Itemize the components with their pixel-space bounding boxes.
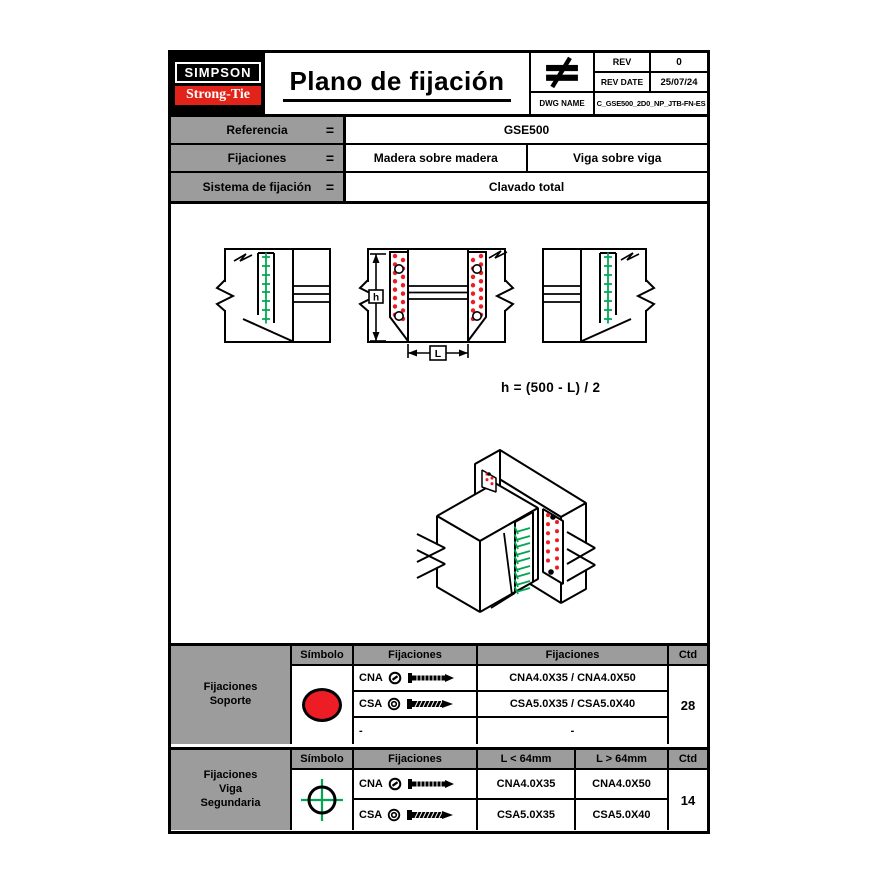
right-side-view bbox=[542, 248, 656, 343]
title-block: SIMPSON Strong-Tie Plano de fijación REV… bbox=[171, 53, 707, 117]
technical-drawing: h L bbox=[215, 248, 656, 613]
front-view bbox=[358, 248, 515, 343]
label-line: Fijaciones bbox=[203, 769, 258, 782]
label-line: Fijaciones bbox=[203, 681, 258, 694]
equals-sign: = bbox=[325, 122, 334, 138]
support-qty: 28 bbox=[680, 697, 696, 713]
fixing-row-cna: CNA bbox=[354, 770, 478, 800]
title-cell: Plano de fijación bbox=[265, 53, 529, 114]
reference-row: Referencia = GSE500 bbox=[171, 117, 707, 145]
beam-csa-short: CSA5.0X35 bbox=[478, 800, 576, 830]
rev-date-value: 25/07/24 bbox=[651, 73, 707, 93]
dim-l-label: L bbox=[435, 348, 442, 360]
csa-head-icon bbox=[388, 697, 401, 711]
screw-marks-left-view bbox=[262, 252, 270, 324]
isometric-view bbox=[416, 449, 596, 613]
csa-head-icon bbox=[388, 808, 401, 822]
col-header-fijaciones-2: Fijaciones bbox=[478, 646, 669, 666]
fixing-code: CNA bbox=[359, 778, 383, 790]
rev-label: REV bbox=[595, 53, 651, 73]
dim-h-label: h bbox=[373, 293, 379, 304]
not-equal-icon bbox=[546, 56, 578, 89]
label-text: Referencia bbox=[226, 123, 288, 137]
height-formula: h = (500 - L) / 2 bbox=[501, 380, 601, 395]
col-header-l-long: L > 64mm bbox=[576, 750, 669, 770]
reference-row-label: Fijaciones = bbox=[171, 145, 346, 171]
rev-value: 0 bbox=[651, 53, 707, 73]
cna-head-icon bbox=[388, 777, 402, 791]
fixing-code: CSA bbox=[359, 698, 383, 710]
beam-csa-long: CSA5.0X40 bbox=[576, 800, 669, 830]
fixing-row-csa: CSA bbox=[354, 800, 478, 830]
fixing-name-cna: CNA4.0X35 / CNA4.0X50 bbox=[478, 666, 669, 692]
left-side-view bbox=[215, 248, 331, 343]
dimension-L bbox=[407, 344, 469, 361]
col-header-fijaciones: Fijaciones bbox=[354, 646, 478, 666]
fixing-name-empty: - bbox=[478, 718, 669, 744]
beam-cna-short: CNA4.0X35 bbox=[478, 770, 576, 800]
equals-sign: = bbox=[325, 150, 334, 166]
fixing-row-csa: CSA bbox=[354, 692, 478, 718]
fixing-code: CNA bbox=[359, 672, 383, 684]
col-header-fijaciones: Fijaciones bbox=[354, 750, 478, 770]
screws-isometric bbox=[513, 526, 531, 595]
reference-row-label: Sistema de fijación = bbox=[171, 173, 346, 201]
col-header-ctd: Ctd bbox=[669, 646, 707, 666]
drawing-sheet: SIMPSON Strong-Tie Plano de fijación REV… bbox=[168, 50, 710, 834]
reference-value: Viga sobre viga bbox=[525, 145, 708, 171]
simpson-strongtie-logo: SIMPSON Strong-Tie bbox=[171, 53, 265, 114]
reference-row: Fijaciones = Madera sobre madera Viga so… bbox=[171, 145, 707, 173]
revision-block: REV 0 REV DATE 25/07/24 DWG NAME C_GSE50… bbox=[529, 53, 707, 114]
col-header-simbolo: Símbolo bbox=[292, 750, 354, 770]
label-line: Soporte bbox=[209, 695, 252, 707]
brand-strongtie: Strong-Tie bbox=[175, 86, 261, 105]
support-table-label: Fijaciones Soporte bbox=[171, 646, 292, 744]
equals-sign: = bbox=[325, 179, 334, 195]
label-text: Sistema de fijación bbox=[202, 180, 312, 194]
screw-marks-right-view bbox=[604, 252, 612, 324]
reference-table: Referencia = GSE500 Fijaciones = Madera … bbox=[171, 117, 707, 204]
fixing-name-csa: CSA5.0X35 / CSA5.0X40 bbox=[478, 692, 669, 718]
support-fixings-table: Fijaciones Soporte Símbolo Fijaciones Fi… bbox=[171, 646, 707, 747]
fixing-row-cna: CNA bbox=[354, 666, 478, 692]
csa-screw-icon bbox=[407, 810, 454, 820]
hanger-holes-isometric bbox=[487, 472, 556, 575]
crosshair-icon bbox=[301, 779, 343, 821]
col-header-simbolo: Símbolo bbox=[292, 646, 354, 666]
beam-qty: 14 bbox=[680, 792, 696, 808]
col-header-ctd: Ctd bbox=[669, 750, 707, 770]
dwg-name-label: DWG NAME bbox=[531, 93, 595, 114]
rev-date-label: REV DATE bbox=[595, 73, 651, 93]
dimension-h bbox=[368, 253, 386, 342]
reference-value: Madera sobre madera bbox=[373, 151, 498, 165]
reference-value: Clavado total bbox=[488, 180, 565, 194]
drawing-area: h L bbox=[171, 204, 707, 646]
not-equal-icon bbox=[531, 53, 595, 93]
beam-table-label: Fijaciones Viga Segundaria bbox=[171, 750, 292, 830]
beam-fixings-table: Fijaciones Viga Segundaria Símbolo Fijac… bbox=[171, 747, 707, 830]
support-symbol-cell bbox=[292, 666, 354, 744]
csa-screw-icon bbox=[407, 699, 454, 709]
beam-cna-long: CNA4.0X50 bbox=[576, 770, 669, 800]
cna-nail-icon bbox=[407, 673, 454, 683]
beam-symbol-cell bbox=[292, 770, 354, 830]
cna-head-icon bbox=[388, 671, 402, 685]
brand-simpson: SIMPSON bbox=[175, 62, 261, 83]
reference-row: Sistema de fijación = Clavado total bbox=[171, 173, 707, 201]
label-line: Segundaria bbox=[200, 796, 261, 809]
dwg-name-value: C_GSE500_2D0_NP_JTB-FN-ES bbox=[596, 99, 706, 108]
reference-value: GSE500 bbox=[503, 123, 550, 137]
reference-row-label: Referencia = bbox=[171, 117, 346, 143]
hanger-holes-front-view bbox=[394, 263, 482, 322]
cna-nail-icon bbox=[407, 779, 454, 789]
label-text: Fijaciones bbox=[227, 151, 287, 165]
red-circle-icon bbox=[302, 688, 342, 722]
nail-dots-isometric bbox=[485, 472, 559, 578]
fixing-row-empty: - bbox=[354, 718, 478, 744]
page-title: Plano de fijación bbox=[283, 66, 511, 102]
label-line: Viga bbox=[218, 783, 243, 796]
fixing-code: CSA bbox=[359, 809, 383, 821]
col-header-l-short: L < 64mm bbox=[478, 750, 576, 770]
